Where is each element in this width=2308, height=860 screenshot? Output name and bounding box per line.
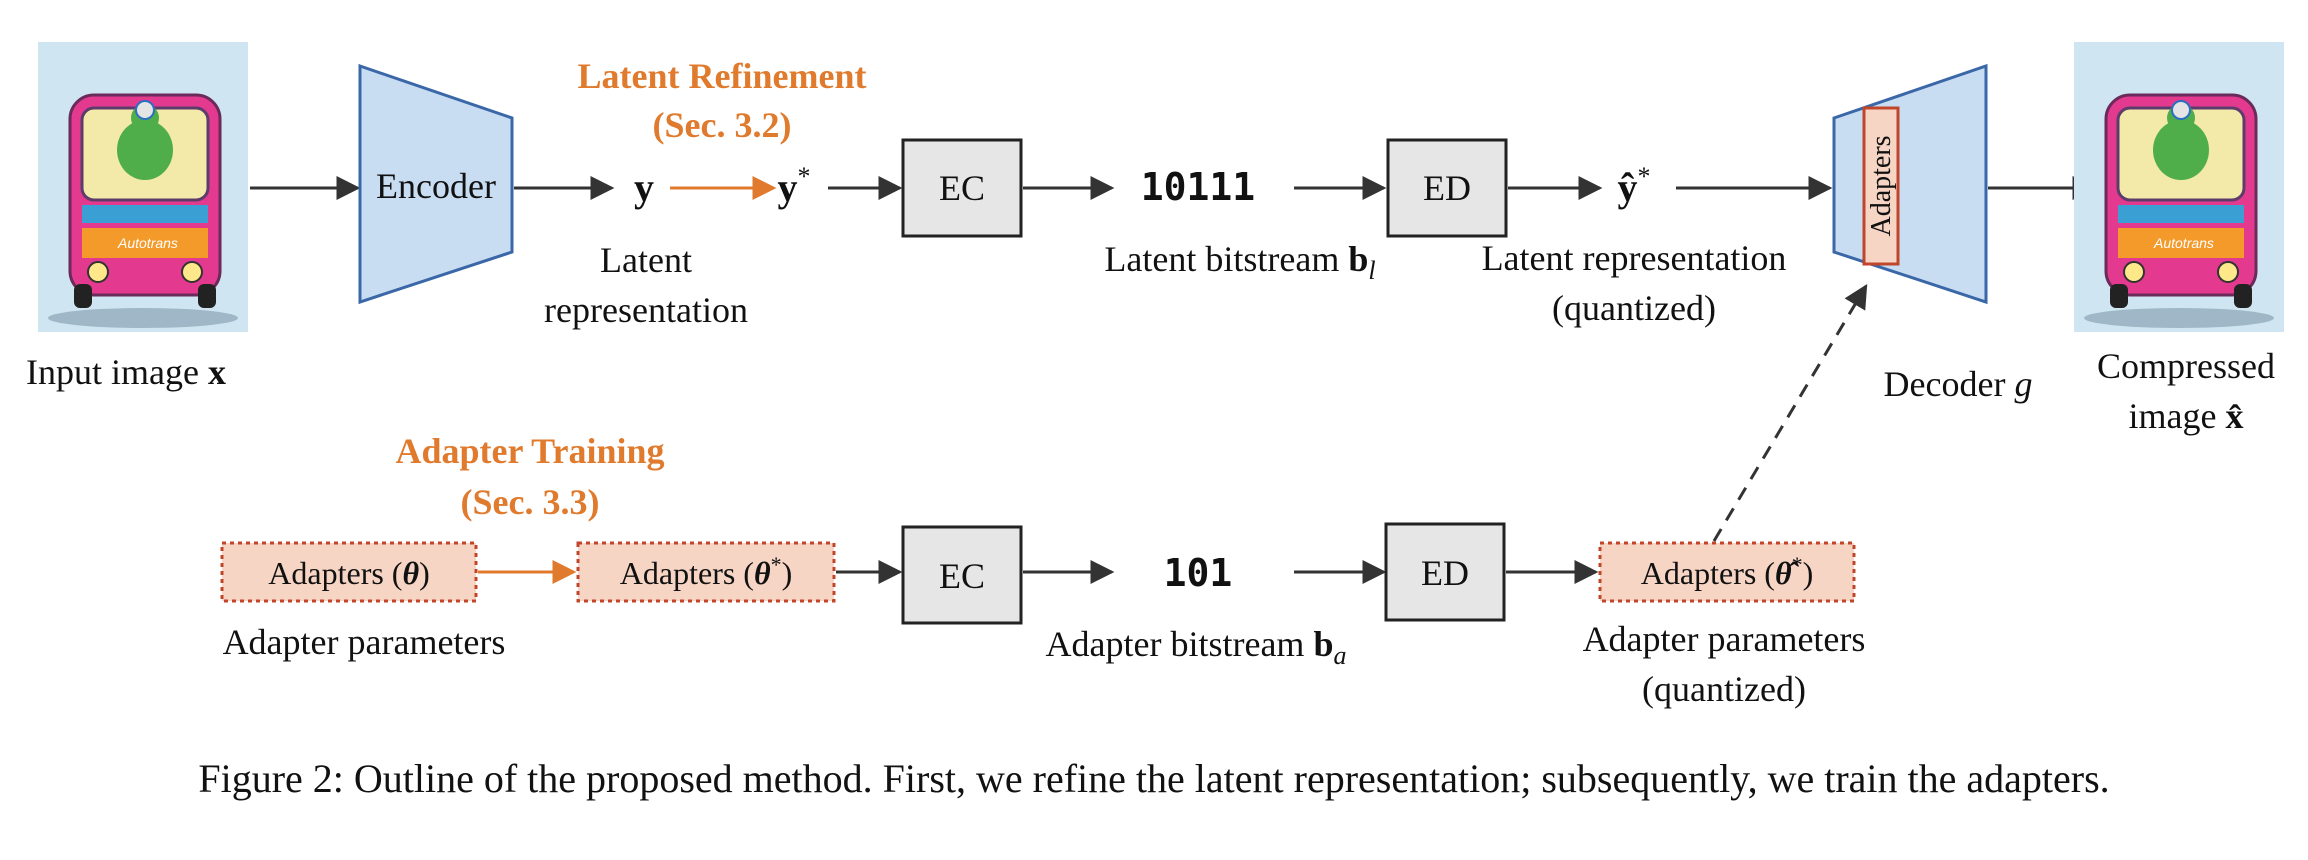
latent-refinement-section: (Sec. 3.2) [653, 105, 792, 145]
latent-bitstream-caption: Latent bitstream bl [1104, 239, 1375, 285]
decoder-adapters-box [1862, 106, 1900, 266]
adapters-theta-star-label: Adapters (θ*) [620, 552, 792, 591]
decoder-block [1832, 63, 1988, 305]
adapter-training-title: Adapter Training [395, 431, 664, 471]
adapters-theta-hat-label: Adapters (θ̂*) [1641, 552, 1813, 591]
latent-caption-line2: representation [544, 290, 748, 330]
encoder-block [358, 63, 514, 305]
ec-bottom-label: EC [939, 556, 985, 596]
ed-bottom-box [1384, 522, 1506, 622]
adapter-bitstream-caption: Adapter bitstream ba [1046, 624, 1347, 670]
decoder-caption: Decoder g [1884, 364, 2033, 404]
decoder-adapters-label: Adapters [1866, 135, 1897, 236]
latent-bits: 10111 [1141, 165, 1255, 209]
output-caption-line2: image x̂ [2129, 396, 2244, 436]
ed-top-label: ED [1423, 168, 1471, 208]
adapter-bits: 101 [1164, 551, 1233, 595]
yhat-caption-line2: (quantized) [1552, 288, 1716, 328]
theta-hat-caption-line2: (quantized) [1642, 669, 1806, 709]
adapter-training-section: (Sec. 3.3) [461, 482, 600, 522]
figure-caption: Figure 2: Outline of the proposed method… [198, 756, 2109, 801]
adapters-theta-box [220, 541, 478, 603]
input-image-caption: Input image x [26, 352, 226, 392]
latent-y: y [634, 165, 654, 210]
ec-top-box [901, 138, 1023, 238]
yhat-caption-line1: Latent representation [1482, 238, 1787, 278]
adapters-theta-label: Adapters (θ) [268, 555, 429, 591]
adapters-theta-star-box [576, 541, 836, 603]
input-image: Autotrans [38, 42, 248, 332]
svg-text:Autotrans: Autotrans [2153, 235, 2214, 251]
compressed-image: Autotrans [2074, 42, 2284, 332]
latent-yhat-star: ŷ* [1618, 162, 1651, 210]
ed-top-box [1386, 138, 1508, 238]
output-caption-line1: Compressed [2097, 346, 2275, 386]
ec-top-label: EC [939, 168, 985, 208]
adapter-parameters-caption: Adapter parameters [223, 622, 506, 662]
adapters-theta-hat-box [1598, 541, 1856, 603]
encoder-label: Encoder [376, 166, 496, 206]
arrow-thetahat-to-decoder [1712, 283, 1868, 542]
latent-refinement-title: Latent Refinement [578, 56, 867, 96]
latent-caption-line1: Latent [600, 240, 692, 280]
latent-y-star: y* [778, 162, 811, 210]
ed-bottom-label: ED [1421, 553, 1469, 593]
ec-bottom-box [901, 525, 1023, 625]
theta-hat-caption-line1: Adapter parameters [1583, 619, 1866, 659]
svg-text:Autotrans: Autotrans [117, 235, 178, 251]
